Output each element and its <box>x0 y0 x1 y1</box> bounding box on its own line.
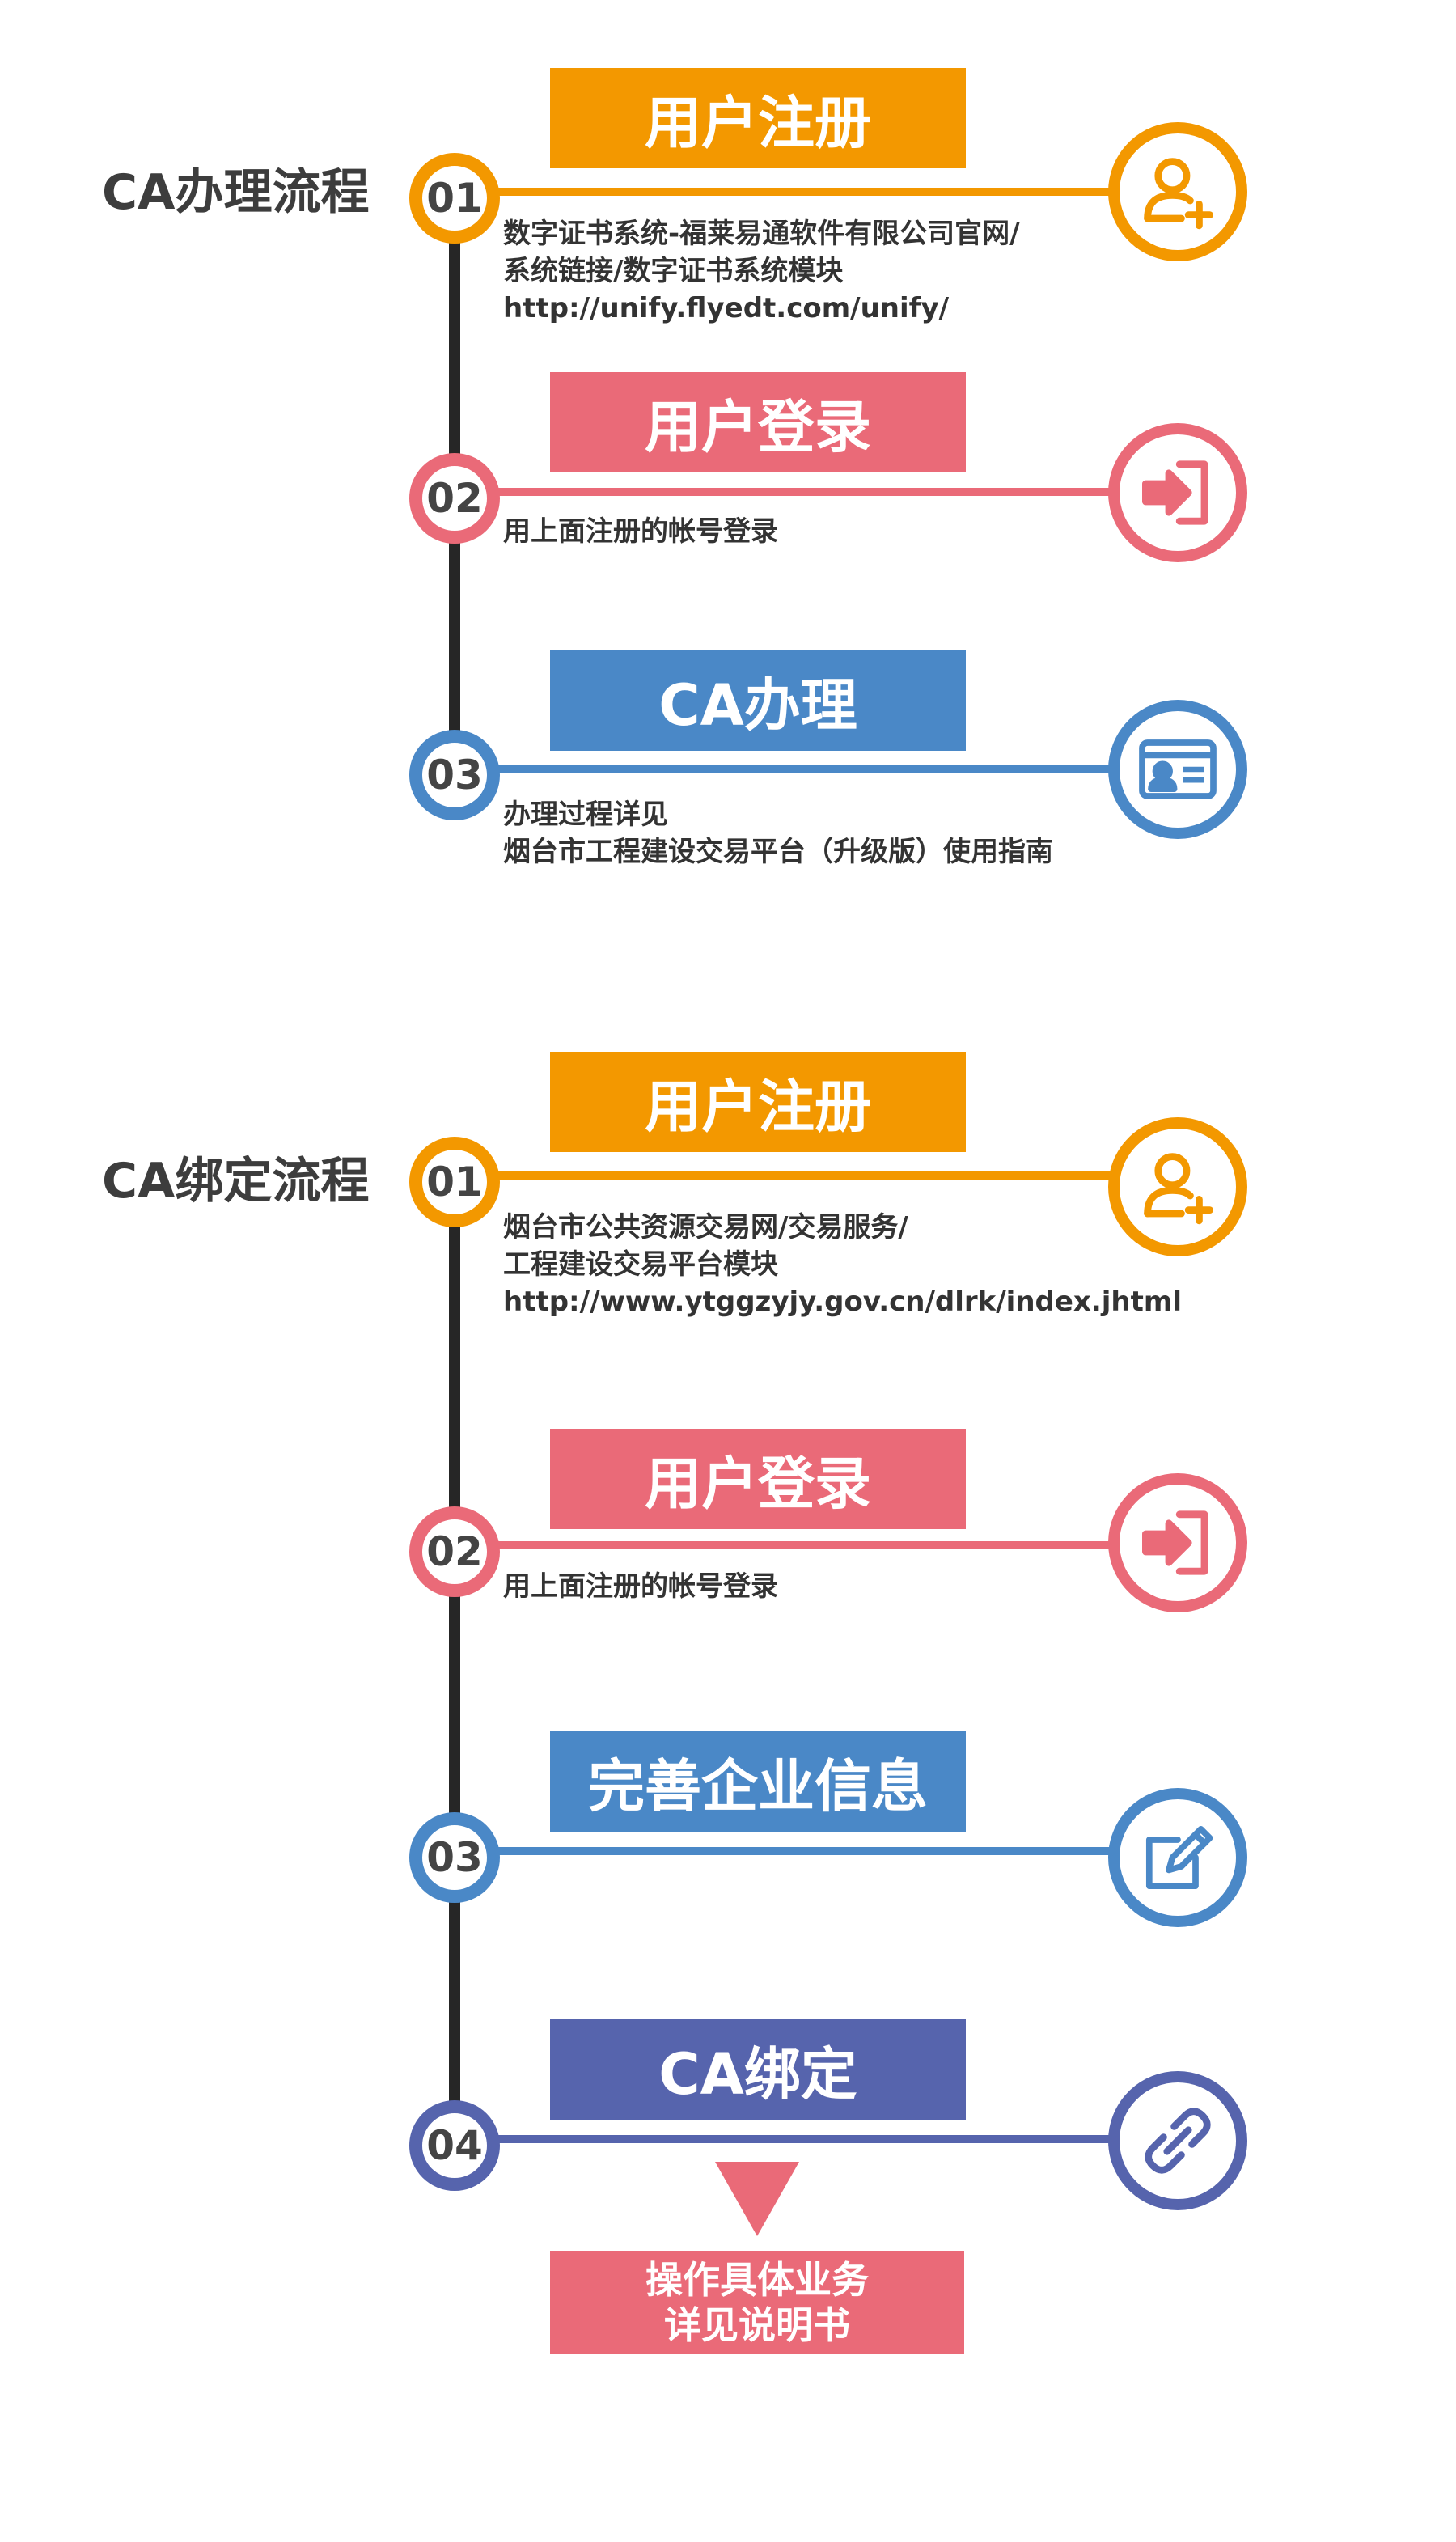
step-connector-line <box>485 765 1124 773</box>
step-connector-line <box>485 488 1124 496</box>
step-description: 用上面注册的帐号登录 <box>503 513 778 550</box>
desc-line: 用上面注册的帐号登录 <box>503 515 778 548</box>
step-number-badge: 02 <box>409 1506 500 1597</box>
section-title-ca-apply: CA办理流程 <box>102 164 370 221</box>
desc-link-url[interactable]: http://unify.flyedt.com/unify/ <box>503 292 950 324</box>
step-description: 办理过程详见 烟台市工程建设交易平台（升级版）使用指南 <box>503 796 1053 871</box>
link-icon <box>1108 2071 1247 2210</box>
login-icon <box>1108 1473 1247 1612</box>
down-arrow-icon <box>715 2162 799 2236</box>
step-connector-line <box>485 1847 1124 1855</box>
step-description: 烟台市公共资源交易网/交易服务/ 工程建设交易平台模块 http://www.y… <box>503 1209 1182 1320</box>
desc-line: 办理过程详见 <box>503 799 668 831</box>
desc-line: 烟台市公共资源交易网/交易服务/ <box>503 1211 908 1243</box>
user-add-icon <box>1108 122 1247 261</box>
step-connector-line <box>485 1171 1124 1180</box>
desc-line: 工程建设交易平台模块 <box>503 1248 778 1281</box>
step-description: 数字证书系统-福莱易通软件有限公司官网/ 系统链接/数字证书系统模块 http:… <box>503 215 1020 327</box>
step-label-register: 用户注册 <box>550 1052 966 1152</box>
final-note-box: 操作具体业务 详见说明书 <box>550 2251 964 2354</box>
step-label-login: 用户登录 <box>550 372 966 472</box>
desc-link-url[interactable]: http://www.ytggzyjy.gov.cn/dlrk/index.jh… <box>503 1286 1182 1318</box>
step-label-ca-apply: CA办理 <box>550 650 966 751</box>
final-note-line: 详见说明书 <box>664 2303 850 2347</box>
step-label-login: 用户登录 <box>550 1429 966 1529</box>
step-label-complete-info: 完善企业信息 <box>550 1731 966 1832</box>
timeline-section-2 <box>449 1205 460 2144</box>
step-connector-line <box>485 2135 1124 2143</box>
step-description: 用上面注册的帐号登录 <box>503 1568 778 1605</box>
step-number-badge: 01 <box>409 153 500 244</box>
step-connector-line <box>485 188 1124 196</box>
desc-line: 系统链接/数字证书系统模块 <box>503 255 844 287</box>
section-title-ca-bind: CA绑定流程 <box>102 1153 370 1210</box>
step-connector-line <box>485 1541 1124 1549</box>
desc-line: 用上面注册的帐号登录 <box>503 1570 778 1603</box>
login-icon <box>1108 423 1247 562</box>
step-number-badge: 02 <box>409 453 500 544</box>
final-note-line: 操作具体业务 <box>645 2258 869 2302</box>
id-card-icon <box>1108 700 1247 839</box>
step-number-badge: 03 <box>409 730 500 820</box>
step-number-badge: 03 <box>409 1812 500 1903</box>
desc-line: 数字证书系统-福莱易通软件有限公司官网/ <box>503 218 1020 250</box>
edit-icon <box>1108 1788 1247 1927</box>
step-label-ca-bind: CA绑定 <box>550 2019 966 2120</box>
step-number-badge: 01 <box>409 1137 500 1227</box>
step-label-register: 用户注册 <box>550 68 966 168</box>
desc-line: 烟台市工程建设交易平台（升级版）使用指南 <box>503 836 1053 868</box>
step-number-badge: 04 <box>409 2100 500 2191</box>
